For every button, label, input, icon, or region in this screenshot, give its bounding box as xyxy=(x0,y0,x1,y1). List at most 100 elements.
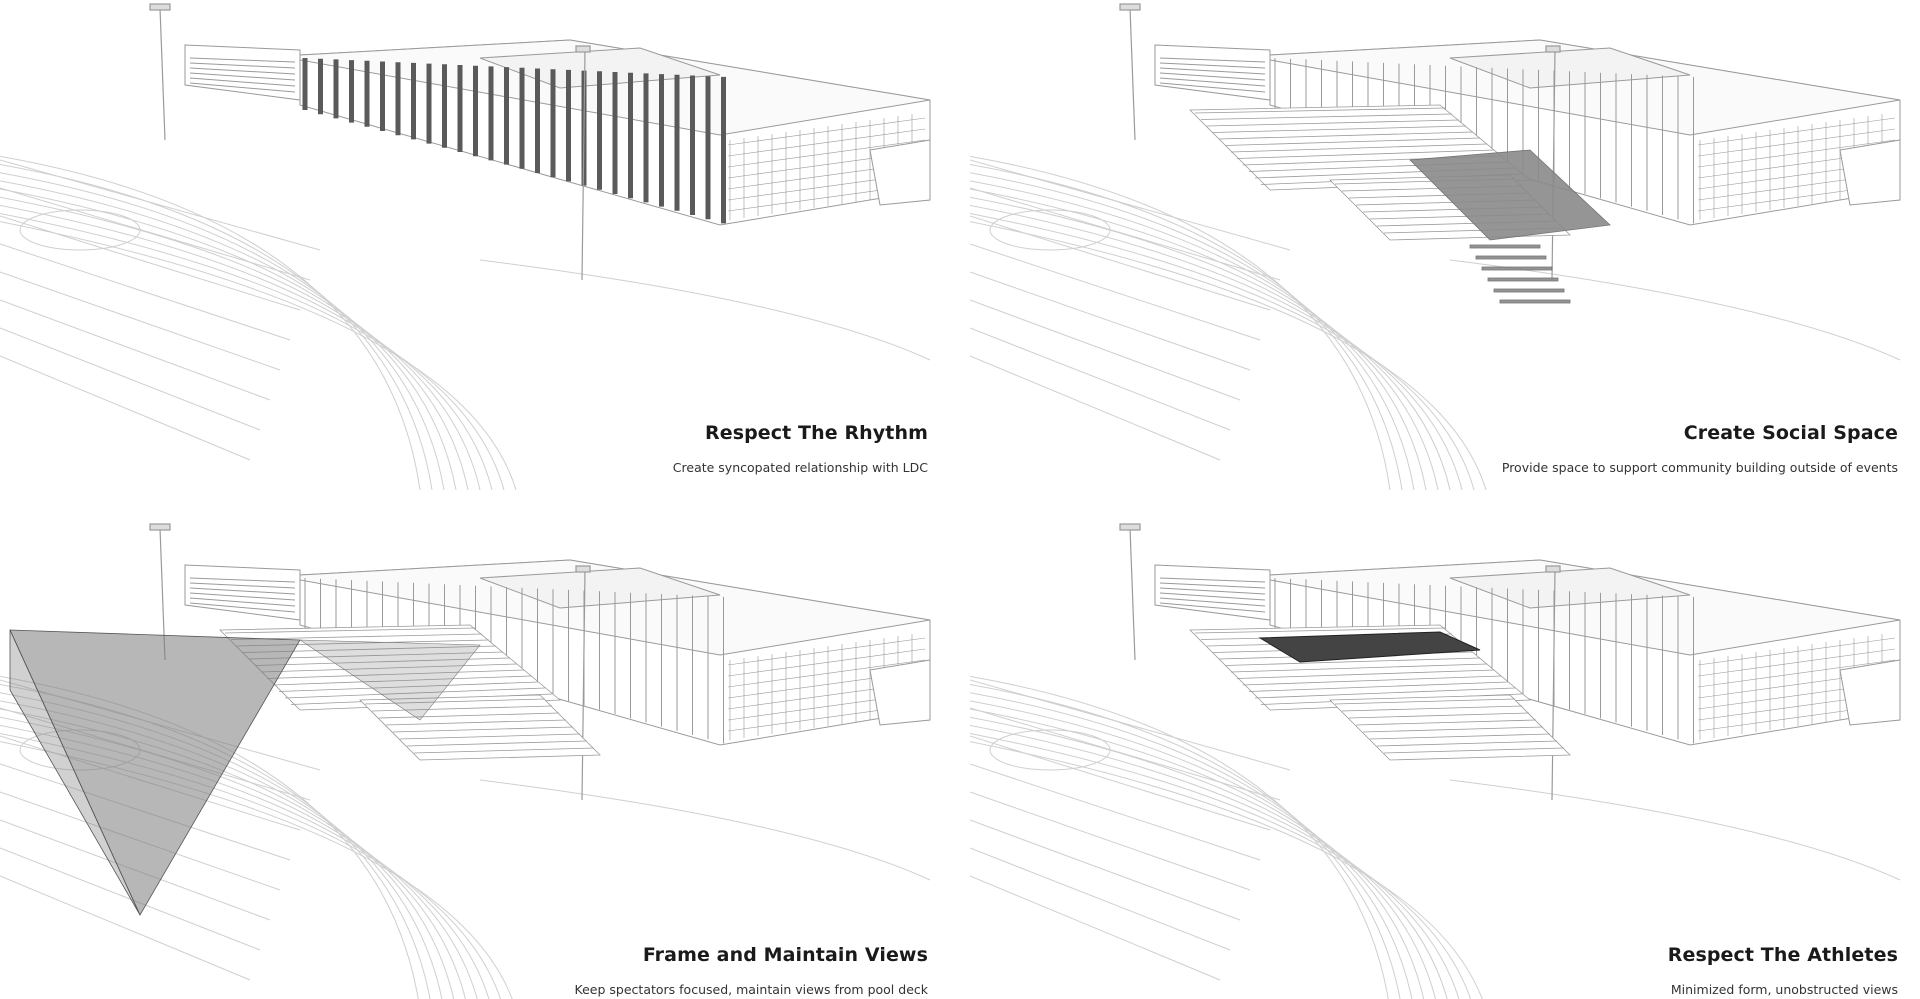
track-lane xyxy=(0,155,421,490)
plaza-step xyxy=(1487,277,1559,282)
glazing-transom xyxy=(1697,139,1896,168)
grandstand xyxy=(219,624,601,761)
annex-band xyxy=(189,582,296,589)
seat-row xyxy=(1230,663,1488,673)
panel-frame-views: Frame and Maintain Views Keep spectators… xyxy=(0,520,940,999)
seat-row xyxy=(1206,119,1460,127)
field-lines xyxy=(0,159,321,461)
seat-row xyxy=(260,663,518,673)
field-line xyxy=(0,327,261,431)
glazing-transom xyxy=(727,637,926,666)
seat-row xyxy=(224,627,476,634)
track-lane xyxy=(970,741,1483,999)
field-line xyxy=(970,271,1251,371)
field-line xyxy=(970,159,1291,251)
track-lane xyxy=(0,180,457,490)
seat-row xyxy=(1194,627,1446,634)
annex-band xyxy=(1159,62,1266,69)
plaza-step xyxy=(1499,299,1571,304)
light-head xyxy=(1545,45,1561,53)
track-lane xyxy=(0,172,445,490)
panel-caption: Respect The Rhythm Create syncopated rel… xyxy=(673,422,928,475)
track-lane xyxy=(970,188,1439,490)
field-line xyxy=(0,847,261,951)
track-lane xyxy=(0,221,517,490)
annex-band xyxy=(189,82,296,93)
light-pole xyxy=(159,7,166,141)
annex-band xyxy=(1159,577,1266,583)
annex-band xyxy=(1159,602,1266,613)
facade-glazing xyxy=(1697,634,1896,740)
light-poles xyxy=(1119,3,1561,281)
annex-mass xyxy=(184,44,301,101)
annex-building xyxy=(184,564,301,621)
seat-row xyxy=(284,687,546,699)
annex-band xyxy=(189,597,296,607)
annex-mass xyxy=(184,564,301,621)
glazing-transom xyxy=(727,117,926,146)
annex-building xyxy=(184,44,301,101)
panel-subtitle: Provide space to support community build… xyxy=(1501,460,1898,475)
seat-row xyxy=(1212,125,1467,133)
view-cone-top xyxy=(298,639,481,721)
seat-row xyxy=(1224,137,1481,146)
track-lane xyxy=(970,172,1415,490)
seat-row xyxy=(378,712,560,719)
panel-subtitle: Minimized form, unobstructed views xyxy=(1670,982,1898,997)
seat-row xyxy=(1236,669,1495,679)
track-lane xyxy=(970,700,1425,999)
annex-building xyxy=(1154,564,1271,621)
glazing-transom xyxy=(1697,659,1896,688)
glazing-transom xyxy=(1697,648,1896,677)
seat-row xyxy=(254,657,511,666)
seat-row xyxy=(1218,131,1474,140)
light-head xyxy=(1119,3,1141,11)
glazing-transom xyxy=(727,648,926,677)
field-line xyxy=(0,271,281,371)
light-head xyxy=(149,523,171,531)
field-line xyxy=(970,327,1231,431)
canopy-roof xyxy=(1258,631,1481,663)
field-line xyxy=(0,355,251,461)
seat-row xyxy=(1355,719,1537,726)
annex-band xyxy=(1159,587,1266,595)
track-lane xyxy=(0,204,493,490)
field-lines xyxy=(970,679,1291,981)
light-head xyxy=(1119,523,1141,531)
plaza-terrace xyxy=(1409,149,1611,241)
field-line xyxy=(0,299,271,401)
field-line xyxy=(970,847,1231,951)
field-line xyxy=(0,159,321,251)
field-circle xyxy=(989,209,1111,251)
light-poles xyxy=(149,3,591,281)
field-line xyxy=(0,187,311,281)
seat-row xyxy=(1254,687,1516,699)
panel-subtitle: Create syncopated relationship with LDC xyxy=(672,460,928,475)
view-cone-front xyxy=(9,629,141,916)
annex-band xyxy=(1159,82,1266,93)
stand-lower xyxy=(359,694,601,761)
seat-row xyxy=(385,719,567,726)
seat-row xyxy=(1383,747,1565,754)
track-lane xyxy=(970,675,1389,999)
light-poles xyxy=(1119,523,1561,801)
plaza-step xyxy=(1469,244,1541,249)
track-lane xyxy=(0,188,469,490)
panel-create-social-space: Create Social Space Provide space to sup… xyxy=(970,0,1910,490)
field-line xyxy=(970,243,1261,341)
annex-band xyxy=(1159,77,1266,87)
stadium-drawing-views xyxy=(0,523,931,999)
light-pole xyxy=(1129,527,1136,661)
seat-row xyxy=(1348,712,1530,719)
view-cone-side xyxy=(9,629,301,916)
glazing-transom xyxy=(727,659,926,688)
annex-band xyxy=(189,57,296,63)
glazing-transom xyxy=(1697,128,1896,157)
plaza-step xyxy=(1481,266,1553,271)
panel-caption: Respect The Athletes Minimized form, uno… xyxy=(1668,944,1898,997)
annex-band xyxy=(1159,582,1266,589)
seat-row xyxy=(272,675,532,686)
seat-row xyxy=(392,726,574,733)
plaza-step xyxy=(1475,255,1547,260)
